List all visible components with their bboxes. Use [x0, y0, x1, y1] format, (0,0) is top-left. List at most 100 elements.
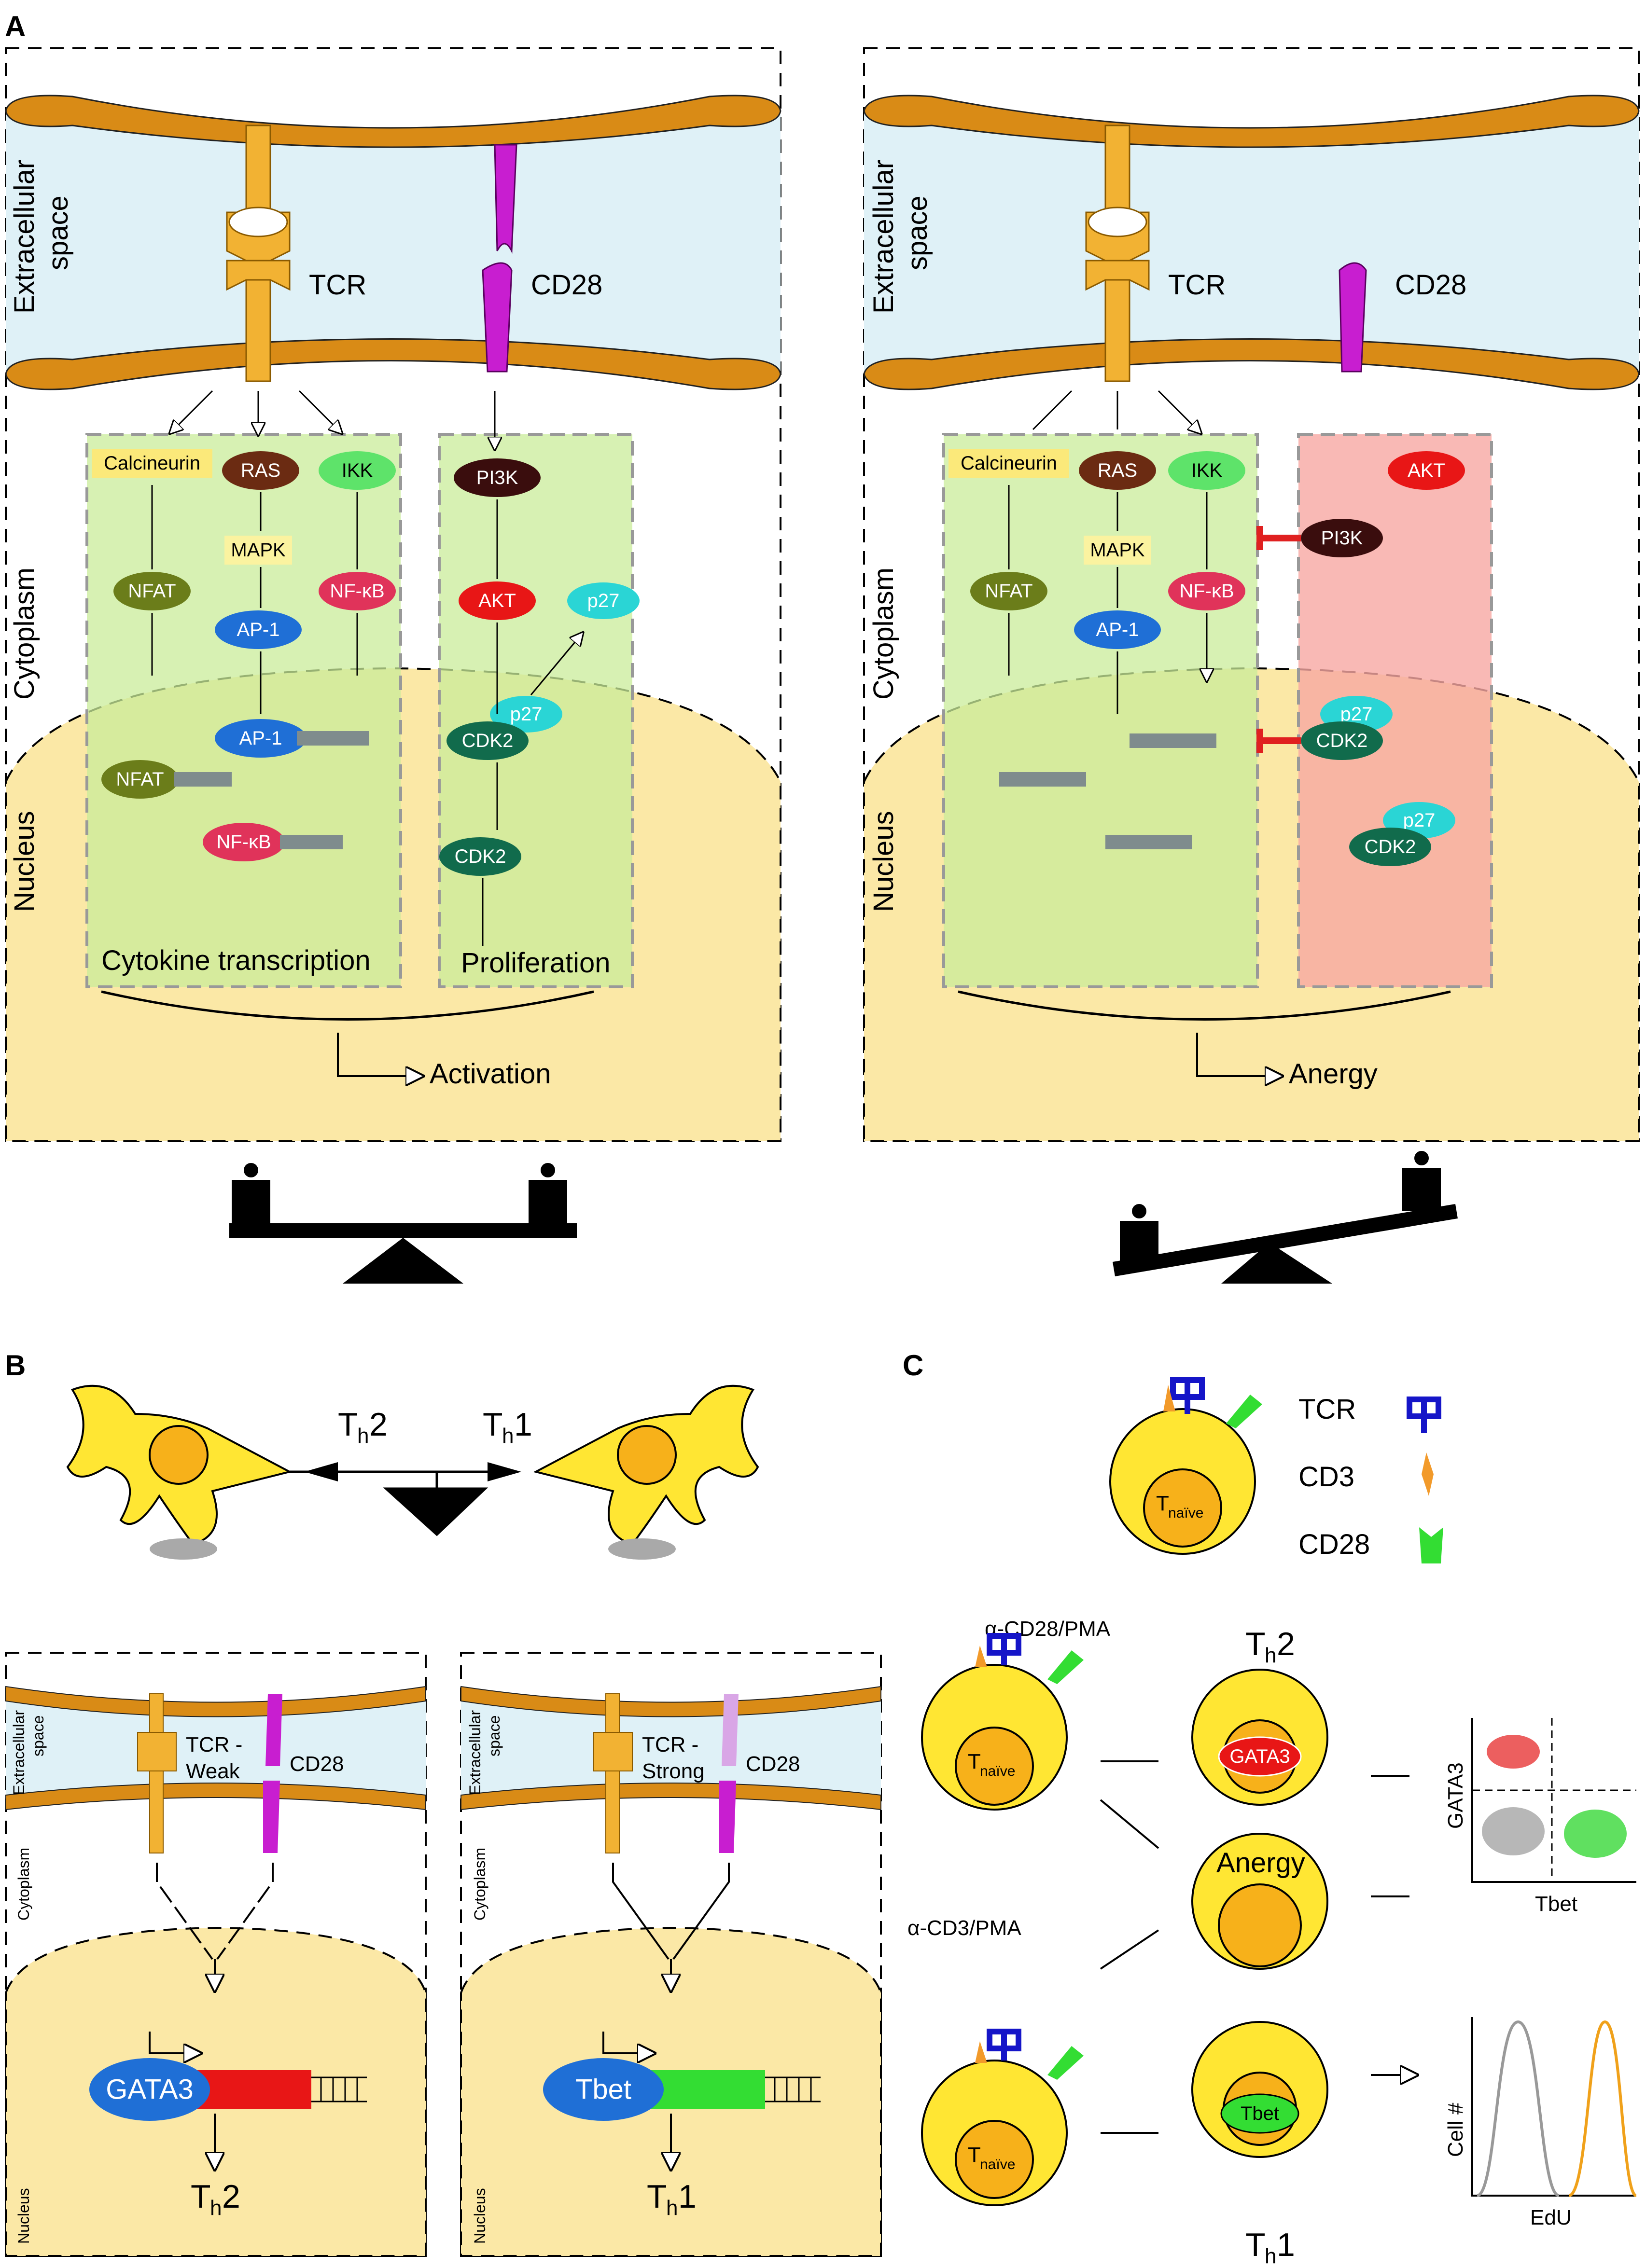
svg-text:IKK: IKK [1191, 460, 1223, 481]
svg-text:h: h [210, 2196, 222, 2220]
edu-histogram-orange [1568, 2020, 1637, 2197]
activation-label: Activation [430, 1058, 551, 1090]
nfat-node-left [113, 572, 191, 610]
svg-text:1: 1 [1277, 2227, 1295, 2263]
signaling-box-right [942, 433, 1259, 988]
svg-text:NF-κB: NF-κB [330, 581, 384, 602]
svg-text:NF-κB: NF-κB [216, 831, 271, 853]
signaling-box-left [85, 433, 402, 988]
svg-text:TCR: TCR [1168, 269, 1226, 301]
svg-text:GATA3: GATA3 [106, 2074, 194, 2105]
ap1-node-left [215, 610, 302, 649]
svg-text:IKK: IKK [342, 460, 373, 481]
svg-text:Extracellular: Extracellular [10, 1710, 28, 1795]
svg-text:h: h [666, 2196, 678, 2220]
legend-cd3: CD3 [1298, 1461, 1354, 1493]
svg-text:NFAT: NFAT [116, 769, 164, 790]
svg-text:Nucleus: Nucleus [471, 2188, 488, 2244]
svg-text:RAS: RAS [241, 460, 280, 481]
svg-text:CDK2: CDK2 [1316, 730, 1368, 751]
tilted-scale [1113, 1151, 1458, 1284]
svg-text:AKT: AKT [478, 590, 516, 611]
svg-text:CD28: CD28 [290, 1752, 344, 1776]
legend-cd28: CD28 [1298, 1529, 1370, 1560]
svg-text:Nucleus: Nucleus [15, 2188, 32, 2244]
legend-tcr: TCR [1298, 1394, 1356, 1425]
panel-a-left: Extracellular space Cytoplasm Nucleus TC… [5, 47, 781, 1284]
panel-b-strong-cell: Extracellular space Cytoplasm Nucleus TC… [460, 1652, 882, 2257]
balanced-scale [229, 1163, 577, 1284]
membrane-bottom-right [863, 338, 1640, 390]
tbet-node-b [543, 2058, 664, 2121]
membrane-bottom-left [5, 338, 781, 390]
akt-node-left [459, 581, 536, 620]
svg-text:Cytoplasm: Cytoplasm [471, 1848, 488, 1921]
svg-text:AP-1: AP-1 [237, 619, 280, 640]
svg-text:Tbet: Tbet [1535, 1892, 1577, 1916]
nfkb-node-left [319, 572, 396, 610]
svg-text:PI3K: PI3K [476, 467, 518, 488]
panel-c-plots: GATA3 Tbet Cell # EdU [1444, 1718, 1637, 2229]
activation-arrow [337, 1033, 415, 1076]
panel-label-c: C [903, 1349, 923, 1382]
panel-label-b: B [5, 1349, 26, 1382]
svg-text:CDK2: CDK2 [462, 730, 514, 751]
extracellular-space-right [864, 111, 1639, 376]
svg-text:TCR -: TCR - [186, 1733, 242, 1756]
ap1-nuclear-left [215, 719, 307, 758]
svg-text:h: h [1265, 1644, 1276, 1667]
svg-text:2: 2 [222, 2178, 240, 2215]
svg-text:Calcineurin: Calcineurin [104, 453, 200, 474]
svg-text:Cytoplasm: Cytoplasm [15, 1848, 32, 1921]
svg-text:naïve: naïve [980, 1763, 1015, 1779]
svg-text:T: T [1245, 1626, 1266, 1662]
svg-text:T: T [1156, 1492, 1169, 1515]
cdk2-active-left [439, 837, 521, 876]
ras-node-left [222, 451, 299, 490]
svg-text:T: T [1245, 2227, 1266, 2263]
svg-text:CDK2: CDK2 [455, 846, 506, 867]
svg-text:α-CD3/PMA: α-CD3/PMA [907, 1916, 1021, 1940]
svg-text:MAPK: MAPK [1090, 539, 1145, 561]
svg-text:AKT: AKT [1408, 460, 1445, 481]
svg-text:Weak: Weak [186, 1759, 240, 1783]
svg-text:Nucleus: Nucleus [868, 811, 899, 912]
svg-text:NFAT: NFAT [985, 581, 1032, 602]
svg-text:EdU: EdU [1530, 2206, 1572, 2229]
mapk-node-left [224, 536, 292, 565]
svg-text:TCR -: TCR - [642, 1733, 698, 1756]
membrane-top-right [863, 95, 1640, 148]
panel-a-right: Extracellular space Cytoplasm Nucleus TC… [863, 47, 1640, 1284]
svg-text:2: 2 [1277, 1626, 1295, 1662]
svg-text:p27: p27 [1403, 810, 1436, 831]
scatter-cluster-tbet [1564, 1810, 1627, 1858]
cytokine-transcription-label: Cytokine transcription [101, 945, 371, 976]
svg-text:Strong: Strong [642, 1759, 705, 1783]
svg-text:MAPK: MAPK [231, 539, 286, 561]
tcr-receptor-left [226, 124, 291, 382]
svg-text:Calcineurin: Calcineurin [961, 453, 1057, 474]
calcineurin-node-left [92, 449, 212, 478]
svg-text:NFAT: NFAT [128, 581, 176, 602]
svg-text:p27: p27 [587, 590, 620, 611]
tcr-label-left: TCR [309, 269, 366, 301]
svg-text:AP-1: AP-1 [239, 728, 282, 749]
svg-text:h: h [502, 1424, 514, 1448]
cd28-receptor-right [1339, 262, 1367, 373]
cd28-receptor-left [482, 144, 517, 373]
svg-text:naïve: naïve [1168, 1505, 1203, 1521]
svg-text:space: space [902, 195, 933, 270]
ikk-node-left [319, 451, 396, 490]
tcr-receptor-right [1085, 124, 1150, 382]
svg-text:p27: p27 [510, 704, 543, 725]
svg-text:T: T [647, 2178, 667, 2215]
svg-text:Anergy: Anergy [1216, 1847, 1305, 1879]
gene-ap1-left [297, 731, 369, 746]
cdk2-nuclear-left [446, 721, 529, 760]
arrow-tcr-ikk [298, 390, 338, 429]
extracellular-space-left [6, 111, 781, 376]
gene-nfkb-left [280, 835, 343, 849]
